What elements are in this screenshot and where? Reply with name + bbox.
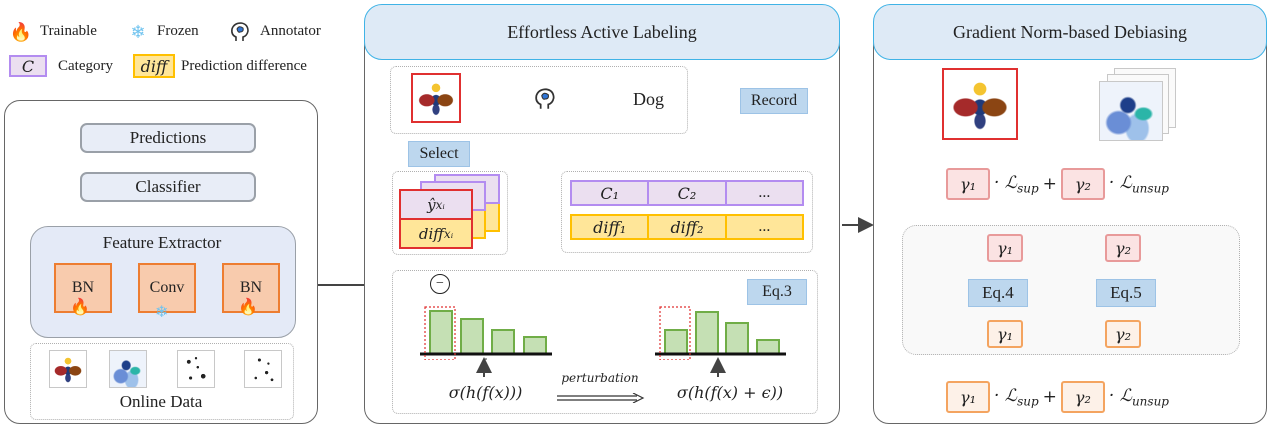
gamma2-before: γ₂: [1105, 234, 1141, 262]
sample-sketch-2: [244, 350, 282, 388]
select-tag: Select: [408, 141, 470, 167]
sup-subscript: sup: [1017, 394, 1039, 409]
gamma2-after: γ₂: [1105, 320, 1141, 348]
sup-subscript: sup: [1017, 181, 1039, 196]
bar-clean-4: [523, 336, 547, 355]
bar-pert-1: [664, 329, 688, 355]
eq3-tag: Eq.3: [747, 279, 807, 305]
annotation-result: Dog: [633, 89, 664, 109]
gamma1-initial: γ₁: [946, 168, 990, 200]
legend-annotator-label: Annotator: [260, 23, 321, 39]
category-cell: C₁: [570, 180, 650, 206]
classifier-box: Classifier: [80, 172, 256, 202]
diff-cell: ...: [726, 214, 804, 240]
loss-after-debiasing: γ₁ · ℒsup + γ₂ · ℒunsup: [946, 381, 1169, 413]
sup-loss: · ℒsup: [994, 173, 1039, 195]
sup-loss-symbol: · ℒ: [994, 385, 1018, 406]
legend-category-label: Category: [58, 58, 113, 74]
record-tag: Record: [740, 88, 808, 114]
sup-loss: · ℒsup: [994, 386, 1039, 408]
diff-swatch: diff: [133, 54, 175, 78]
category-cell: ...: [726, 180, 804, 206]
perturbation-label: perturbation: [561, 371, 639, 385]
flame-icon: 🔥: [9, 21, 33, 42]
diff-row: diff₁ diff₂ ...: [570, 214, 804, 240]
active-labeling-title: Effortless Active Labeling: [364, 4, 840, 60]
conv-layer: Conv: [138, 263, 196, 313]
bn-layer-2: BN: [222, 263, 280, 313]
feature-extractor-label: Feature Extractor: [102, 233, 222, 252]
pred-subscript: xᵢ: [435, 197, 445, 212]
unsup-subscript: unsup: [1131, 181, 1169, 196]
unsup-subscript: unsup: [1131, 394, 1169, 409]
bn-layer-1: BN: [54, 263, 112, 313]
formula-perturbed: σ(h(f(x) + ϵ)): [676, 383, 784, 402]
gradient-norm-box: [902, 225, 1240, 355]
sample-horse-painting: [109, 350, 147, 388]
formula-arrows: [476, 357, 726, 377]
gamma2-updated: γ₂: [1060, 381, 1105, 413]
implies-arrow: [557, 390, 645, 404]
labeled-sample-image: [942, 68, 1018, 140]
sup-loss-symbol: · ℒ: [994, 172, 1018, 193]
plus-sign: +: [1042, 387, 1057, 407]
diff-cell: diff₁: [570, 214, 650, 240]
head-brain-icon: [228, 20, 252, 44]
category-swatch: C: [9, 55, 47, 77]
gamma1-after: γ₁: [987, 320, 1023, 348]
sample-sketch-1: [177, 350, 215, 388]
legend-frozen-label: Frozen: [157, 23, 199, 39]
unsup-loss-symbol: · ℒ: [1108, 385, 1132, 406]
diff-cell: diff₂: [649, 214, 727, 240]
unsup-loss: · ℒunsup: [1109, 173, 1169, 195]
legend-trainable-label: Trainable: [40, 23, 97, 39]
snowflake-icon: ❄: [155, 304, 169, 321]
bar-pert-2: [695, 311, 719, 355]
category-row: C₁ C₂ ...: [570, 180, 804, 206]
flame-icon: 🔥: [70, 299, 90, 316]
top-class-highlight-clean: [424, 306, 456, 360]
diff-subscript: xᵢ: [443, 226, 454, 241]
gamma2-initial: γ₂: [1060, 168, 1105, 200]
plus-sign: +: [1042, 174, 1057, 194]
online-data-label: Online Data: [119, 392, 203, 411]
eq5-tag: Eq.5: [1096, 279, 1156, 307]
minus-operator: −: [430, 274, 450, 294]
top-class-highlight-perturbed: [659, 306, 691, 360]
bar-clean-1: [429, 310, 453, 355]
gamma1-updated: γ₁: [946, 381, 990, 413]
selected-sample-image: [411, 73, 461, 123]
bar-clean-3: [491, 329, 515, 355]
bar-pert-3: [725, 322, 749, 355]
formula-clean: σ(h(f(x))): [448, 383, 523, 402]
unlabeled-sample-image: [1099, 81, 1163, 141]
legend-prediction-difference-label: Prediction difference: [181, 58, 307, 74]
flame-icon: 🔥: [238, 299, 258, 316]
pred-symbol: ŷ: [427, 195, 436, 214]
annotator-icon: [532, 86, 558, 112]
unsup-loss: · ℒunsup: [1109, 386, 1169, 408]
unsup-loss-symbol: · ℒ: [1108, 172, 1132, 193]
snowflake-icon: ❄: [130, 21, 146, 42]
eq4-tag: Eq.4: [968, 279, 1028, 307]
bar-pert-4: [756, 339, 780, 355]
diff-symbol: diff: [418, 224, 444, 243]
sample-dog-painting: [49, 350, 87, 388]
category-cell: C₂: [649, 180, 727, 206]
debiasing-title: Gradient Norm-based Debiasing: [873, 4, 1267, 60]
gamma1-before: γ₁: [987, 234, 1023, 262]
predictions-box: Predictions: [80, 123, 256, 153]
loss-before-debiasing: γ₁ · ℒsup + γ₂ · ℒunsup: [946, 168, 1169, 200]
bar-clean-2: [460, 318, 484, 355]
softmax-bar-charts: [420, 306, 786, 360]
